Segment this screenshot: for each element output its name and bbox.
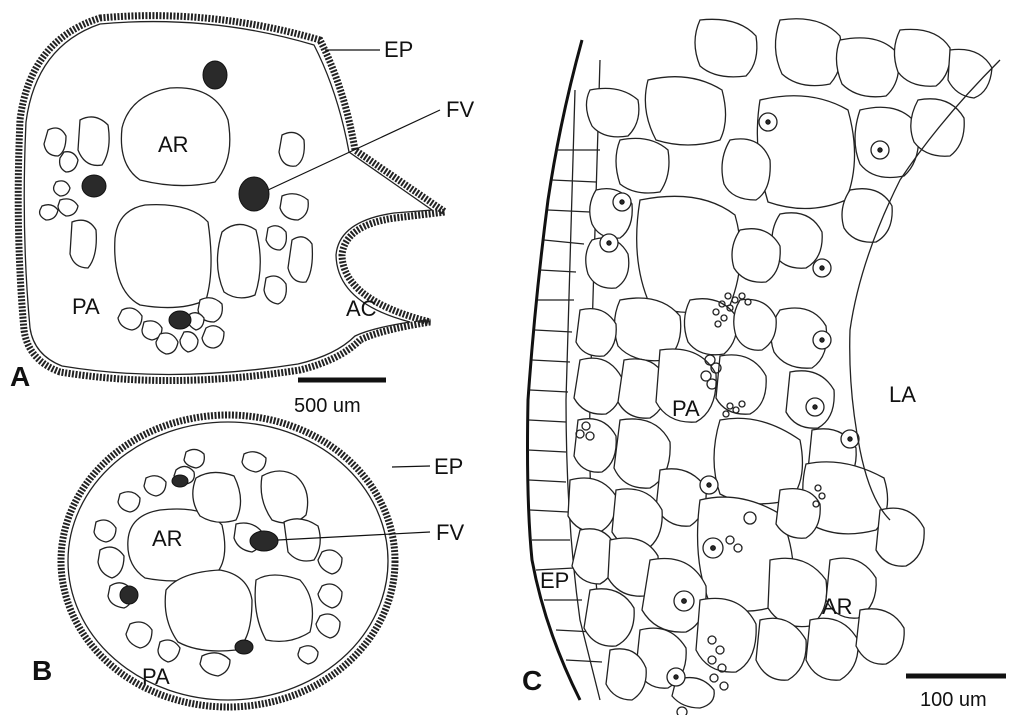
panel-b-vascular-bundle [120, 586, 138, 604]
panel-c-label-ar: AR [822, 594, 853, 619]
panel-b-label-ar: AR [152, 526, 183, 551]
panel-a-label-fv: FV [446, 97, 474, 122]
panel-c: PA LA AR EP C 100 um [522, 19, 1006, 715]
panel-a-vascular-bundle [203, 61, 227, 89]
panel-a-scale-label: 500 um [294, 395, 361, 417]
panel-b-vascular-bundle [250, 531, 278, 551]
panel-b-label-pa: PA [142, 664, 170, 689]
panel-c-label-ep: EP [540, 568, 569, 593]
panel-c-letter: C [522, 665, 542, 696]
panel-a-label-ep: EP [384, 37, 413, 62]
panel-a-vascular-bundle [239, 177, 269, 211]
panel-c-parenchyma [568, 19, 992, 708]
panel-b-vascular-bundle [172, 475, 188, 487]
panel-a-epidermis [18, 16, 445, 381]
panel-b-aerenchyma-chamber [165, 570, 252, 651]
panel-b: EP FV AR PA B [32, 415, 464, 707]
panel-a-vascular-bundle [82, 175, 106, 197]
panel-c-scale-label: 100 um [920, 689, 987, 711]
panel-c-label-la: LA [889, 382, 916, 407]
panel-a-label-ac: AC [346, 296, 377, 321]
panel-c-label-pa: PA [672, 396, 700, 421]
panel-b-label-fv: FV [436, 520, 464, 545]
panel-a-label-ar: AR [158, 132, 189, 157]
panel-a-aerenchyma-chamber [115, 205, 211, 308]
panel-a-vascular-bundle [169, 311, 191, 329]
panel-a-letter: A [10, 361, 30, 392]
panel-b-label-ep: EP [434, 454, 463, 479]
panel-b-vascular-bundle [235, 640, 253, 654]
panel-b-letter: B [32, 655, 52, 686]
panel-a: EP FV AR PA AC A 500 um [10, 16, 474, 417]
panel-a-label-pa: PA [72, 294, 100, 319]
